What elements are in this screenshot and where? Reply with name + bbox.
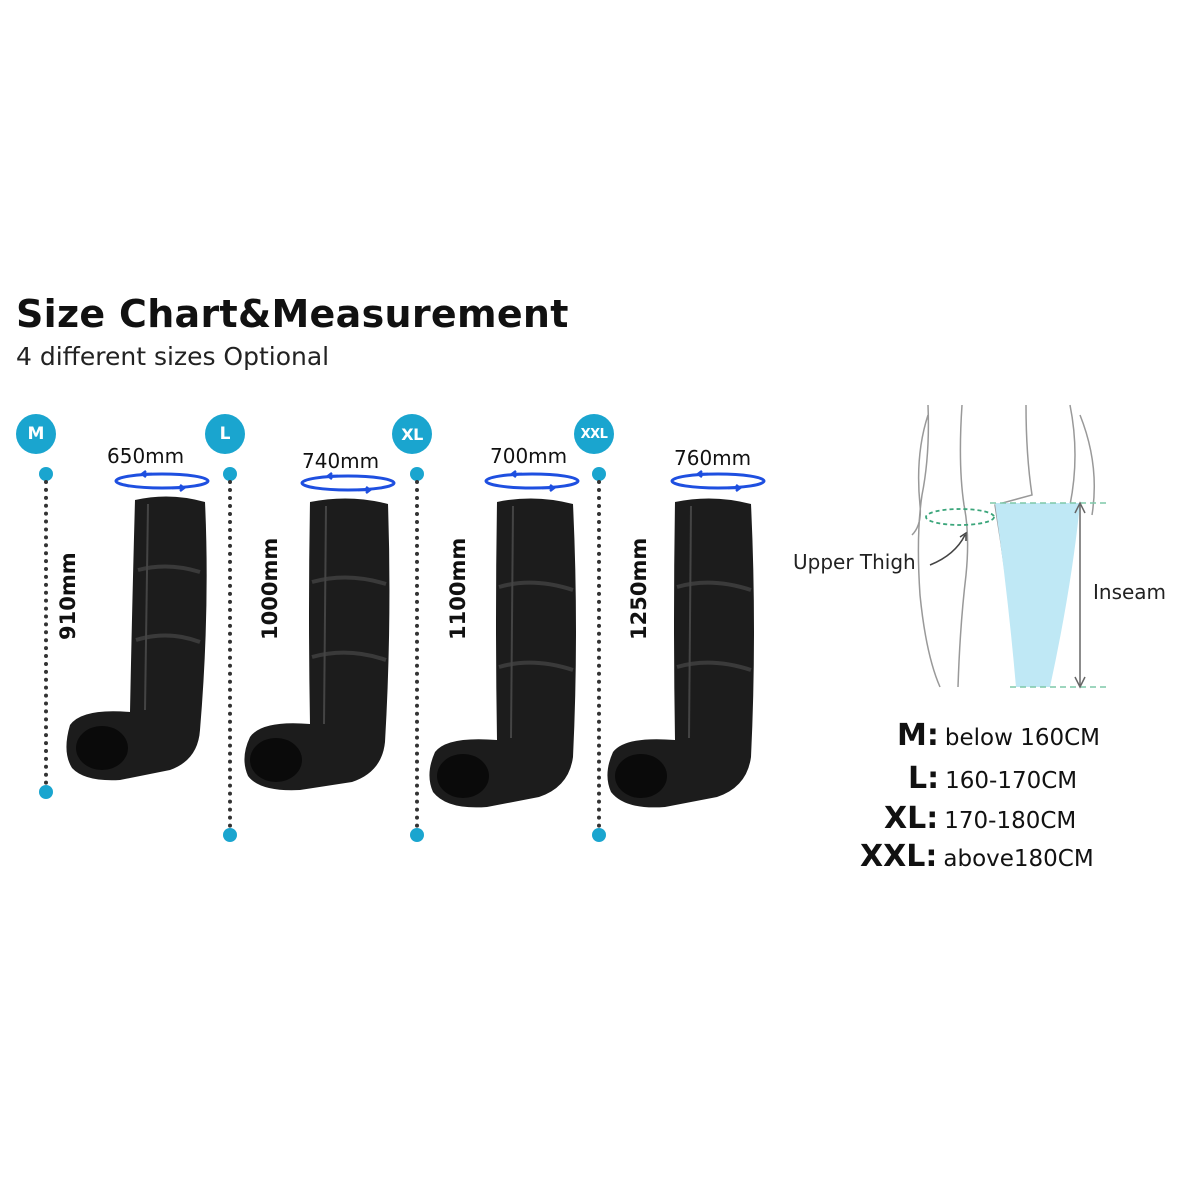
fit-range: 160-170CM: [945, 768, 1078, 794]
leg-boot-image-xl: [429, 498, 576, 808]
height-top-dot: [592, 467, 606, 481]
fit-row-l: L:160-170CM: [908, 761, 1077, 796]
leg-measurement-diagram: [911, 404, 1110, 689]
fit-row-xl: XL:170-180CM: [884, 801, 1076, 836]
page-subtitle: 4 different sizes Optional: [16, 342, 330, 371]
height-bottom-dot: [223, 828, 237, 842]
size-badge-xxl: XXL: [574, 414, 614, 454]
height-bottom-dot: [592, 828, 606, 842]
fit-range: below 160CM: [944, 725, 1100, 751]
size-badge-xl: XL: [392, 414, 432, 454]
height-top-dot: [223, 467, 237, 481]
circumference-arrows-icon: [670, 470, 766, 492]
height-dotted-line: [415, 480, 419, 828]
height-bottom-dot: [410, 828, 424, 842]
fit-range: above180CM: [943, 846, 1094, 872]
height-top-dot: [410, 467, 424, 481]
fit-row-m: M:below 160CM: [897, 718, 1100, 753]
fit-range: 170-180CM: [944, 808, 1077, 834]
page-title: Size Chart&Measurement: [16, 292, 569, 336]
fit-size: XXL:: [860, 839, 938, 874]
leg-boot-image-m: [66, 496, 207, 781]
size-badge-l: L: [205, 414, 245, 454]
circumference-arrows-icon: [300, 472, 396, 494]
height-dotted-line: [597, 480, 601, 828]
fit-size: L:: [908, 761, 940, 796]
height-bottom-dot: [39, 785, 53, 799]
circumference-label-xl: 700mm: [490, 444, 568, 468]
circumference-label-m: 650mm: [107, 444, 185, 468]
size-badge-m: M: [16, 414, 56, 454]
inseam-label: Inseam: [1093, 580, 1167, 604]
height-dotted-line: [44, 480, 48, 785]
height-top-dot: [39, 467, 53, 481]
circumference-arrows-icon: [114, 470, 210, 492]
leg-boot-image-l: [244, 498, 390, 791]
leg-boot-image-xxl: [607, 498, 754, 808]
height-dotted-line: [228, 480, 232, 828]
fit-row-xxl: XXL:above180CM: [860, 839, 1094, 874]
circumference-arrows-icon: [484, 470, 580, 492]
circumference-label-xxl: 760mm: [674, 446, 752, 470]
fit-size: M:: [897, 718, 939, 753]
circumference-label-l: 740mm: [302, 449, 380, 473]
upper-thigh-label: Upper Thigh: [793, 550, 916, 574]
fit-size: XL:: [884, 801, 939, 836]
